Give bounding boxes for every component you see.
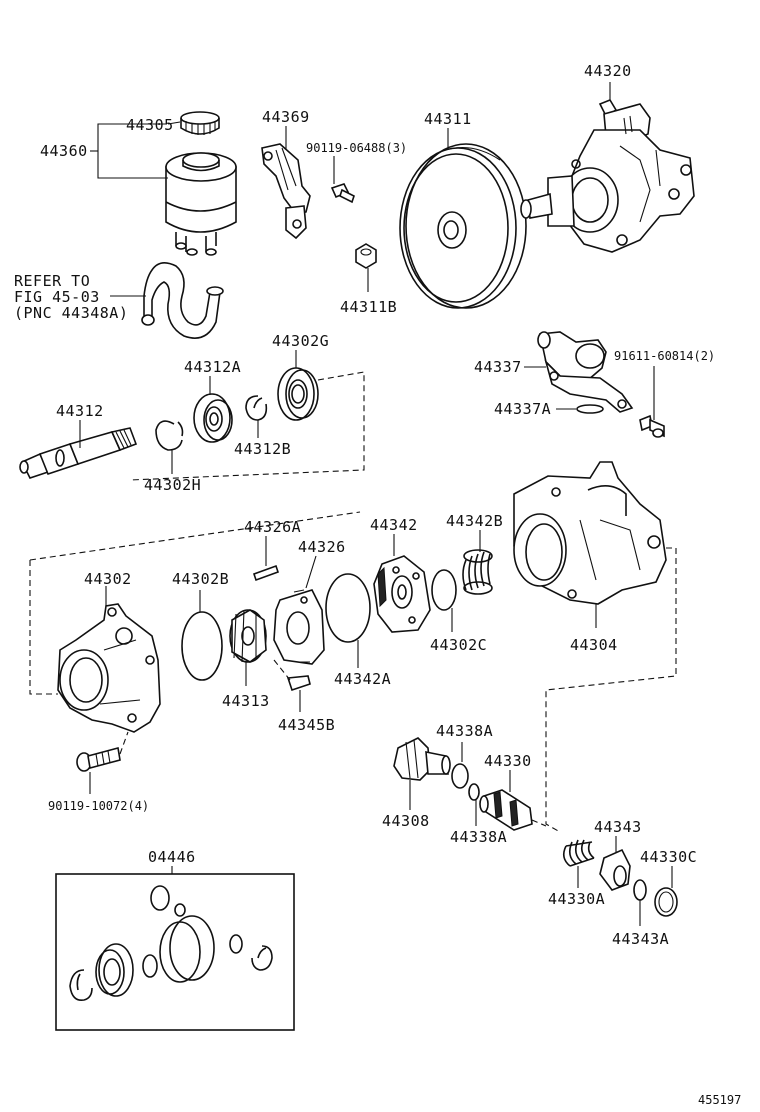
o-ring-44338a-bot [468, 783, 480, 801]
reservoir-hose [141, 262, 224, 339]
figure-number: 455197 [698, 1093, 741, 1107]
label-44320: 44320 [584, 62, 632, 80]
leader-44305 [167, 121, 181, 125]
label-44312b: 44312B [234, 440, 291, 458]
label-refer-to-line3: (PNC 44348A) [14, 304, 128, 322]
label-44311: 44311 [424, 110, 472, 128]
gasket-kit-box [55, 873, 295, 1031]
front-housing-44302 [57, 603, 161, 733]
label-44302b: 44302B [172, 570, 229, 588]
label-44313: 44313 [222, 692, 270, 710]
label-90119-06488: 90119-06488(3) [306, 141, 407, 155]
bolt-90119-06488 [330, 183, 355, 204]
o-ring-44302c [431, 569, 457, 611]
label-04446: 04446 [148, 848, 196, 866]
label-90119-10072: 90119-10072(4) [48, 799, 149, 813]
shaft-44312 [19, 427, 138, 479]
union-44308 [393, 737, 451, 781]
part-labels: 44320 44305 44369 44311 44360 90119-0648… [14, 62, 741, 1107]
label-44326a: 44326A [244, 518, 301, 536]
label-44342: 44342 [370, 516, 418, 534]
snap-ring-44312b [245, 395, 268, 421]
dashed-bolt-line [119, 731, 129, 755]
label-44342a: 44342A [334, 670, 391, 688]
pin-44326a [252, 564, 280, 582]
label-91611-60814: 91611-60814(2) [614, 349, 715, 363]
o-ring-44338a-top [451, 763, 469, 789]
cam-ring-44326 [273, 589, 325, 665]
flow-control-valve-44330 [479, 789, 533, 831]
label-44342b: 44342B [446, 512, 503, 530]
label-44337: 44337 [474, 358, 522, 376]
label-44330a: 44330A [548, 890, 605, 908]
label-44305: 44305 [126, 116, 174, 134]
label-44302: 44302 [84, 570, 132, 588]
leader-44326 [305, 555, 317, 589]
rotor-44313 [229, 609, 267, 663]
label-44312: 44312 [56, 402, 104, 420]
rear-housing-44304 [513, 461, 667, 605]
reservoir-tank [165, 152, 237, 256]
label-44369: 44369 [262, 108, 310, 126]
snap-ring-44302h [155, 420, 184, 451]
o-ring-44337a [576, 404, 604, 414]
label-refer-to-line1: REFER TO [14, 272, 90, 290]
pump-assembly-44320 [520, 99, 695, 253]
pulley-44311 [399, 143, 527, 309]
bearing-44312a [193, 393, 233, 443]
nut-44311b [355, 243, 377, 269]
label-refer-to-line2: FIG 45-03 [14, 288, 100, 306]
dashed-body-line-right [545, 547, 677, 833]
label-44302c: 44302C [430, 636, 487, 654]
label-44330c: 44330C [640, 848, 697, 866]
dashed-body-line-left [29, 511, 361, 695]
label-44326: 44326 [298, 538, 346, 556]
label-44343a: 44343A [612, 930, 669, 948]
dashed-shaft-line [129, 371, 365, 481]
label-44338a-bottom: 44338A [450, 828, 507, 846]
dashed-vane-line [273, 659, 291, 681]
label-44308: 44308 [382, 812, 430, 830]
spring-44330a [562, 839, 595, 867]
gasket-kit-04446-parts [69, 885, 273, 1002]
oil-seal-44302g [277, 367, 319, 421]
bolt-91611-60814 [639, 414, 665, 438]
union-bracket-44337 [537, 331, 634, 413]
label-44304: 44304 [570, 636, 618, 654]
plug-44343 [599, 848, 631, 891]
side-plate-44342 [373, 555, 431, 633]
label-44337a: 44337A [494, 400, 551, 418]
label-44312a: 44312A [184, 358, 241, 376]
label-44330: 44330 [484, 752, 532, 770]
bolt-90119-10072 [76, 747, 121, 772]
bracket-44369 [261, 143, 311, 240]
snap-ring-44330c [654, 887, 678, 917]
label-44302g: 44302G [272, 332, 329, 350]
o-ring-44342a [325, 573, 371, 643]
label-44345b: 44345B [278, 716, 335, 734]
label-44338a-top: 44338A [436, 722, 493, 740]
label-44311b: 44311B [340, 298, 397, 316]
spring-44342b [462, 549, 493, 595]
label-44302h: 44302H [144, 476, 201, 494]
label-44360: 44360 [40, 142, 88, 160]
o-ring-44302b [181, 611, 223, 681]
label-44343: 44343 [594, 818, 642, 836]
vane-44345b [286, 675, 311, 692]
dashed-valve-line [531, 819, 547, 827]
o-ring-44343a [633, 879, 647, 901]
reservoir-cap-44305 [180, 111, 220, 135]
